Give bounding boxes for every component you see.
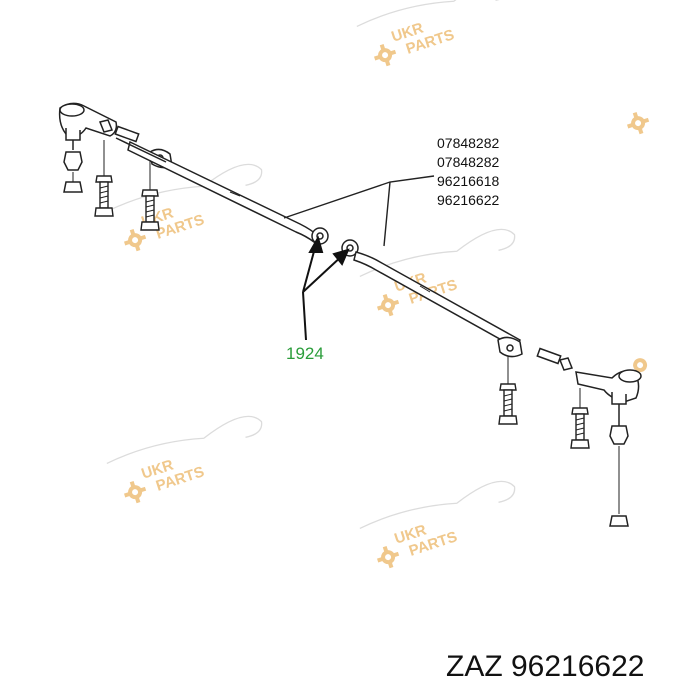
left-castle-nut <box>63 181 83 193</box>
left-boot <box>63 151 83 171</box>
right-tie-rod <box>353 251 521 350</box>
right-bolt-1 <box>498 383 518 425</box>
watermark-edge-right <box>627 112 650 135</box>
right-tie-rod-assembly <box>341 239 642 527</box>
caption: ZAZ 96216622 <box>446 650 644 683</box>
right-bolt-2 <box>570 407 590 449</box>
right-castle-nut <box>609 515 629 527</box>
left-tie-rod-assembly <box>58 102 329 245</box>
watermark-top: UKR PARTS <box>355 0 525 72</box>
watermark-edge-right-lower <box>633 358 648 373</box>
callout-arrows <box>302 235 350 341</box>
part-number-3: 96216618 <box>437 173 500 189</box>
watermark-bottom: UKR PARTS <box>358 475 528 574</box>
part-number-leaders <box>283 175 435 247</box>
callout-label: 1924 <box>286 344 324 363</box>
part-number-4: 96216622 <box>437 192 500 208</box>
part-number-1: 07848282 <box>437 135 500 151</box>
part-number-2: 07848282 <box>437 154 500 170</box>
right-boot <box>609 425 629 445</box>
left-bolt-1 <box>94 175 114 217</box>
watermark-low-left: UKR PARTS <box>105 410 275 509</box>
